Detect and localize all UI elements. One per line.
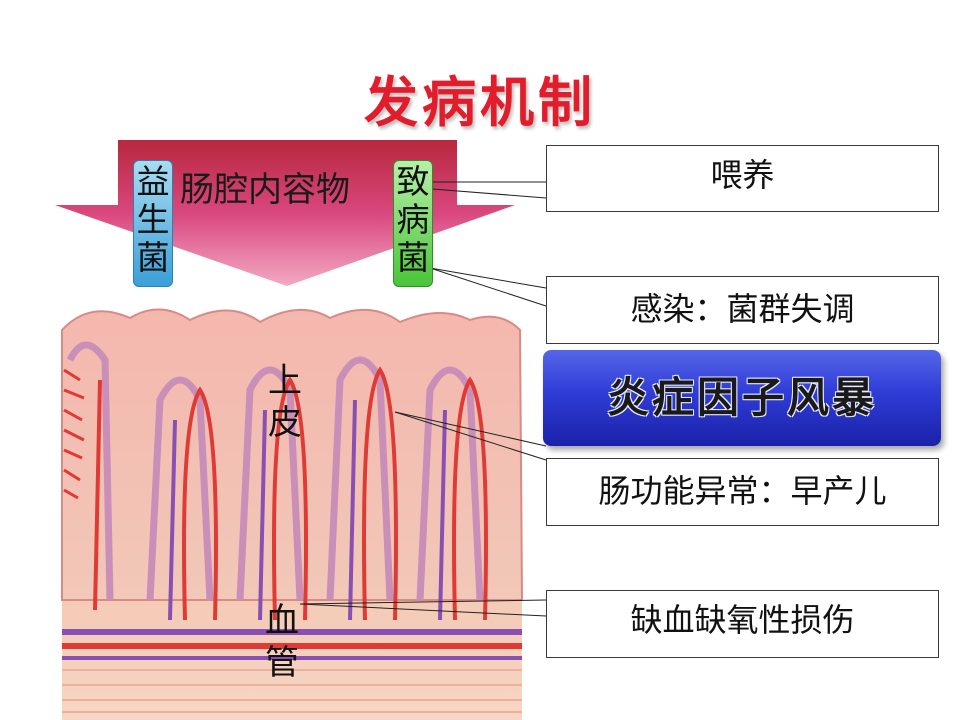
probiotic-char: 生: [136, 200, 170, 239]
infection-box: 感染：菌群失调: [546, 276, 939, 344]
probiotic-char: 益: [136, 162, 170, 201]
intestinal-wall-illustration: [61, 308, 524, 720]
pathogen-char: 菌: [396, 238, 430, 277]
pathogen-char: 致: [396, 162, 430, 201]
vessel-char: 血: [265, 601, 299, 641]
pathogen-char: 病: [396, 200, 430, 239]
vessel-char: 管: [265, 643, 299, 683]
probiotic-char: 菌: [136, 238, 170, 277]
feeding-box: 喂养: [546, 145, 939, 212]
pathogen-badge: 致 病 菌: [393, 160, 433, 287]
epithelium-char: 上: [268, 361, 302, 401]
epithelium-label: 上 皮: [268, 360, 308, 444]
blood-vessel-label: 血 管: [265, 600, 305, 684]
lumen-contents-label: 肠腔内容物: [180, 170, 350, 210]
epithelium-char: 皮: [268, 403, 302, 443]
cytokine-storm-banner: 炎症因子风暴: [543, 350, 941, 446]
page-title: 发病机制: [364, 71, 596, 134]
leader-lines: [299, 181, 547, 617]
dysfunction-box: 肠功能异常：早产儿: [546, 458, 939, 526]
probiotic-badge: 益 生 菌: [133, 160, 173, 287]
ischemia-box: 缺血缺氧性损伤: [546, 590, 939, 658]
